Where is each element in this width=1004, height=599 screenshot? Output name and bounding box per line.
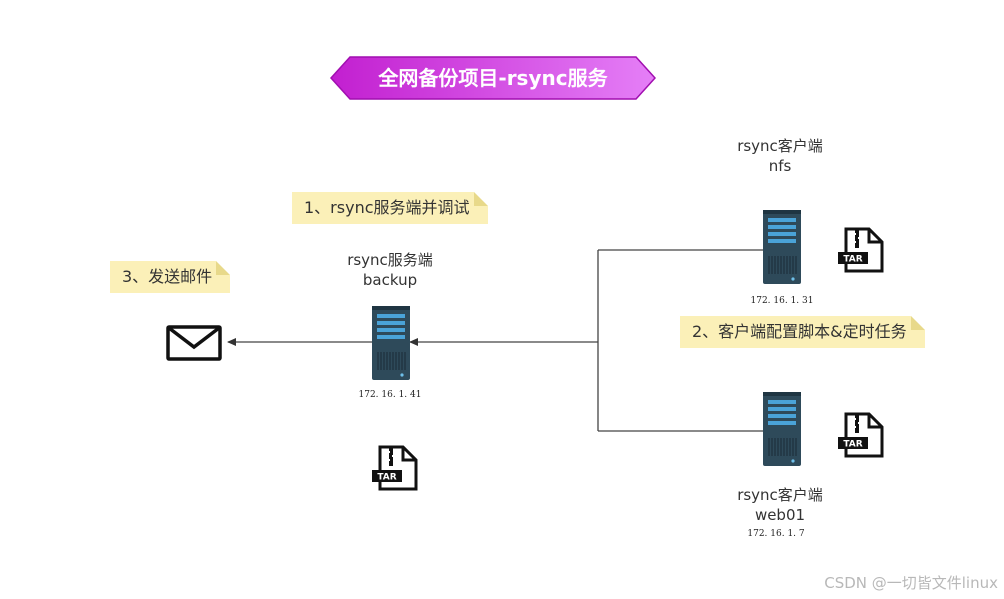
page-title: 全网备份项目-rsync服务 — [378, 66, 608, 90]
nfs-name: nfs — [768, 157, 792, 175]
server-rack-icon — [763, 210, 801, 284]
title-banner: 全网备份项目-rsync服务 — [330, 56, 656, 100]
note-fold — [910, 316, 925, 330]
step3-text: 3、发送邮件 — [122, 267, 213, 286]
nfs-label: rsync客户端 nfs — [720, 136, 840, 176]
tar-label: TAR — [377, 473, 396, 483]
backup-label: rsync服务端 backup — [330, 250, 450, 290]
backup-role: rsync服务端 — [347, 251, 433, 269]
tar-label: TAR — [843, 440, 862, 450]
step3-note: 3、发送邮件 — [110, 261, 231, 293]
step2-note: 2、客户端配置脚本&定时任务 — [680, 316, 925, 348]
step2-text: 2、客户端配置脚本&定时任务 — [692, 322, 907, 341]
web01-label: rsync客户端 web01 — [720, 485, 840, 525]
server-rack-icon — [763, 392, 801, 466]
note-fold — [216, 261, 231, 275]
tar-file-icon: TAR — [372, 445, 418, 491]
step1-text: 1、rsync服务端并调试 — [304, 198, 470, 217]
web01-ip: 172. 16. 1. 7 — [747, 529, 805, 539]
backup-ip: 172. 16. 1. 41 — [358, 390, 422, 400]
note-fold — [473, 192, 488, 206]
tar-label: TAR — [843, 255, 862, 265]
title-banner-shape — [330, 56, 656, 100]
backup-name: backup — [362, 271, 418, 289]
web01-role: rsync客户端 — [737, 486, 823, 504]
envelope-icon — [166, 325, 222, 361]
nfs-ip: 172. 16. 1. 31 — [750, 296, 814, 306]
tar-file-icon: TAR — [838, 412, 884, 458]
nfs-role: rsync客户端 — [737, 137, 823, 155]
server-rack-icon — [372, 306, 410, 380]
web01-name: web01 — [754, 506, 806, 524]
tar-file-icon: TAR — [838, 227, 884, 273]
step1-note: 1、rsync服务端并调试 — [292, 192, 488, 224]
watermark: CSDN @一切皆文件linux — [824, 574, 998, 592]
